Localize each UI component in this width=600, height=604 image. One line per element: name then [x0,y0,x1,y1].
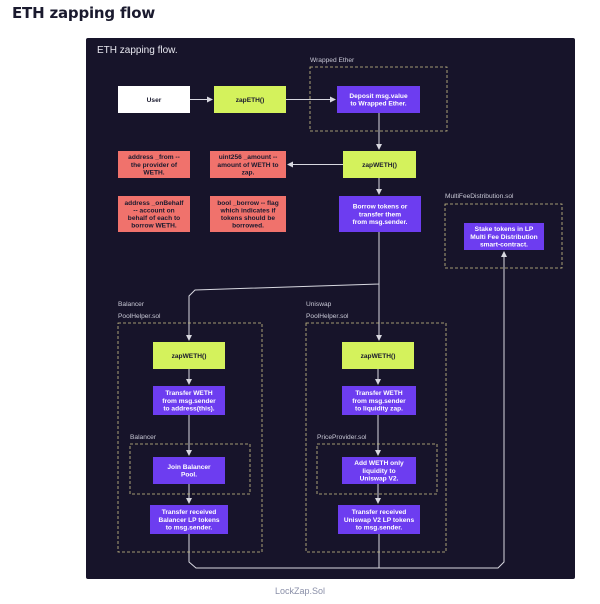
region-wrapped-ether-label: Wrapped Ether [310,57,355,64]
balancer-lp-transfer-node [150,505,228,534]
uniswap-transfer-weth-node [342,386,416,415]
stake-node-text: Multi Fee Distribution [470,234,537,241]
region-uniswap-poolhelper-label: PoolHelper.sol [306,313,349,320]
region-price-provider [316,443,438,495]
region-wrapped-ether [309,66,448,132]
page-heading: ETH zapping flow [12,4,155,22]
onbehalf-param-node-text: borrow WETH. [131,223,177,230]
borrow-tokens-node-text: Borrow tokens or [353,204,408,211]
diagram-title: ETH zapping flow. [97,45,178,56]
uniswap-lp-transfer-node-text: Transfer received [352,509,407,516]
balancer-zap-weth-node-text: zapWETH() [172,353,207,360]
diagram-panel [86,38,575,579]
stake-node-text: Stake tokens in LP [475,226,534,233]
uniswap-zap-weth-node-text: zapWETH() [361,353,396,360]
uniswap-add-liquidity-node-text: Uniswap V2. [360,475,399,482]
stake-node-text: smart-contract. [480,241,528,248]
deposit-node [337,86,420,113]
onbehalf-param-node-text: behalf of each to [128,215,180,222]
balancer-zap-weth-node [153,342,225,369]
zap-weth-main-node-text: zapWETH() [362,162,397,169]
onbehalf-param-node-text: address _onBehalf [125,200,185,207]
amount-param-node-text: amount of WETH to [217,162,278,169]
balancer-lp-transfer-node-text: to msg.sender. [166,524,213,531]
region-multifee-distribution-label: MultiFeeDistribution.sol [445,193,514,200]
uniswap-zap-weth-node [342,342,414,369]
uniswap-add-liquidity-node [342,457,416,484]
user-node-text: User [147,97,162,104]
balancer-transfer-weth-node-text: from msg.sender [162,398,216,405]
arrow-borrow-to-balancer [186,232,380,341]
region-uniswap-poolhelper [305,322,447,553]
connectors [186,96,507,569]
borrow-param-node [210,196,286,232]
arrow-balancer-lp-to-stake [188,251,507,569]
region-balancer-label: Balancer [130,434,157,441]
uniswap-transfer-weth-node-text: from msg.sender [352,398,406,405]
amount-param-node-text: uint256 _amount -- [219,154,278,161]
regions [117,66,563,553]
uniswap-lp-transfer-node [338,505,420,534]
balancer-lp-transfer-node-text: Transfer received [162,509,217,516]
uniswap-add-liquidity-node-text: liquidity to [362,468,395,475]
balancer-join-pool-node-text: Pool. [181,472,197,479]
deposit-node-text: to Wrapped Ether. [350,101,406,108]
borrow-tokens-node-text: transfer them [359,211,401,218]
uniswap-lp-transfer-node-text: to msg.sender. [356,524,403,531]
amount-param-node [210,151,286,178]
borrow-param-node-text: bool _borrow -- flag [217,200,279,207]
from-param-node-text: address _from -- [128,154,180,161]
uniswap-transfer-weth-node-text: Transfer WETH [355,390,403,397]
borrow-param-node-text: tokens should be [221,215,276,222]
uniswap-lp-transfer-node-text: Uniswap V2 LP tokens [344,517,415,524]
stake-node [464,223,544,250]
onbehalf-param-node-text: -- account on [133,208,174,215]
balancer-join-pool-node [153,457,225,484]
borrow-param-node-text: which indicates if [220,208,277,215]
uniswap-add-liquidity-node-text: Add WETH only [354,460,404,467]
deposit-node-text: Deposit msg.value [349,93,408,100]
balancer-transfer-weth-node [153,386,225,415]
region-balancer-poolhelper-label: Balancer [118,301,145,308]
onbehalf-param-node [118,196,190,232]
region-uniswap-poolhelper-label: Uniswap [306,301,332,308]
nodes [118,86,544,534]
borrow-param-node-text: borrowed. [232,223,264,230]
zap-eth-node-text: zapETH() [236,97,265,104]
region-multifee-distribution [444,203,563,269]
from-param-node [118,151,190,178]
region-price-provider-label: PriceProvider.sol [317,434,367,441]
region-balancer [129,443,251,495]
figure-caption: LockZap.Sol [274,586,326,596]
from-param-node-text: the provider of [131,162,178,169]
balancer-join-pool-node-text: Join Balancer [167,464,211,471]
borrow-tokens-node-text: from msg.sender. [353,219,408,226]
uniswap-transfer-weth-node-text: to liquidity zap. [355,405,403,412]
zap-eth-node [214,86,286,113]
diagram-text: ETH zapping flow. Wrapped EtherMultiFeeDi… [97,45,538,531]
balancer-transfer-weth-node-text: to address(this). [163,405,214,412]
user-node [118,86,190,113]
amount-param-node-text: zap. [242,169,255,176]
balancer-transfer-weth-node-text: Transfer WETH [165,390,213,397]
region-balancer-poolhelper [117,322,263,553]
region-balancer-poolhelper-label: PoolHelper.sol [118,313,161,320]
balancer-lp-transfer-node-text: Balancer LP tokens [158,517,219,524]
zap-weth-main-node [343,151,416,178]
borrow-tokens-node [339,196,421,232]
from-param-node-text: WETH. [143,169,164,176]
